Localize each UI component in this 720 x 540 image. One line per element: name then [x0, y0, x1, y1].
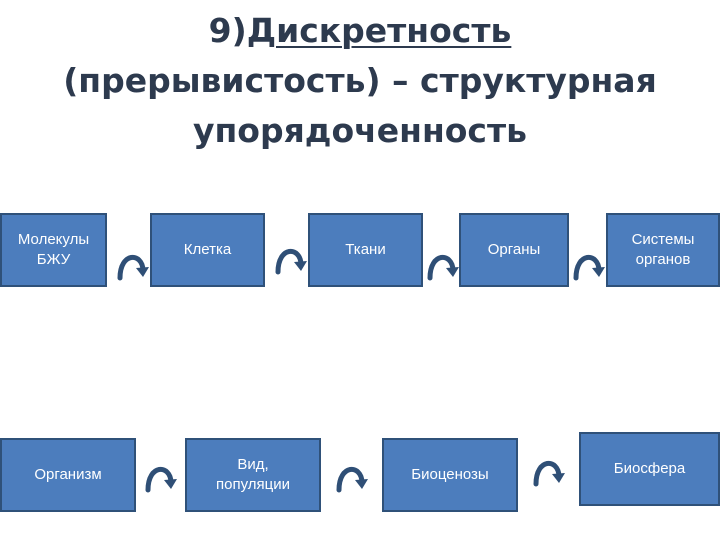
- box-organism-label: Организм: [34, 466, 102, 483]
- box-organism: Организм: [0, 438, 136, 512]
- curved-arrow-icon: [275, 248, 307, 275]
- curved-arrow-icon: [145, 466, 177, 493]
- box-biosphere-label: Биосфера: [613, 460, 686, 477]
- box-cell: Клетка: [150, 213, 265, 287]
- title-line-2: (прерывистость) – структурная: [63, 61, 657, 100]
- title-line-3: упорядоченность: [193, 111, 527, 150]
- box-biosphere: Биосфера: [579, 432, 720, 506]
- box-tissues-label: Ткани: [345, 241, 386, 258]
- box-organs: Органы: [459, 213, 569, 287]
- box-species-population: Вид, популяции: [185, 438, 321, 512]
- box-organs-label: Органы: [487, 241, 541, 258]
- slide-title: 9)Дискретность (прерывистость) – структу…: [0, 6, 720, 156]
- curved-arrow-icon: [336, 466, 368, 493]
- box-tissues: Ткани: [308, 213, 423, 287]
- curved-arrow-icon: [117, 254, 149, 281]
- box-biocenoses-label: Биоценозы: [411, 466, 489, 483]
- box-organ-systems-label: Системы органов: [631, 231, 695, 268]
- box-cell-label: Клетка: [183, 241, 232, 258]
- box-molecules: Молекулы БЖУ: [0, 213, 107, 287]
- curved-arrow-icon: [533, 460, 565, 487]
- title-line-1: 9)Дискретность: [0, 6, 720, 56]
- curved-arrow-icon: [427, 254, 459, 281]
- title-number: 9): [208, 11, 247, 50]
- box-organ-systems: Системы органов: [606, 213, 720, 287]
- box-molecules-label: Молекулы БЖУ: [17, 231, 90, 268]
- title-term: Дискретность: [246, 11, 512, 50]
- box-species-population-label: Вид, популяции: [216, 456, 290, 493]
- curved-arrow-icon: [573, 254, 605, 281]
- box-biocenoses: Биоценозы: [382, 438, 518, 512]
